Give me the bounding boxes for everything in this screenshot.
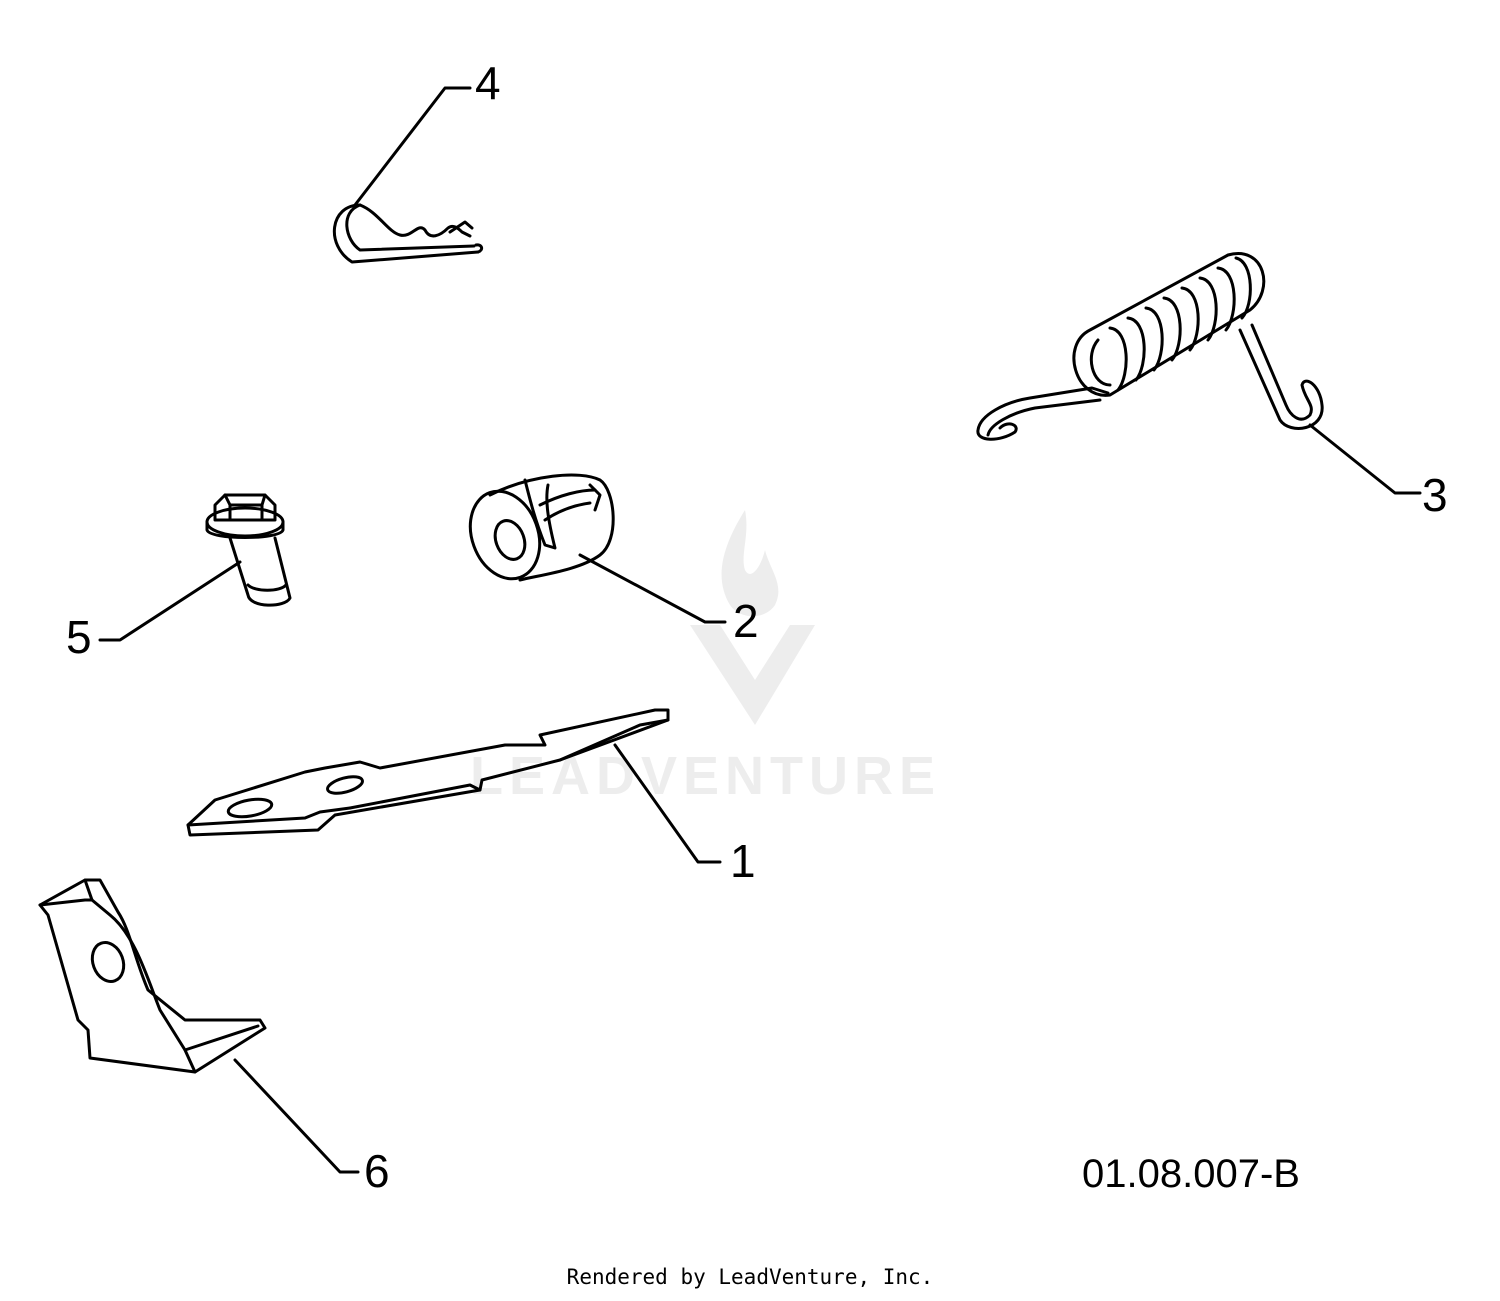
angle-bracket <box>38 878 267 1074</box>
leader-line-6 <box>233 1058 360 1174</box>
extension-spring <box>976 252 1324 441</box>
footer-credit: Rendered by LeadVenture, Inc. <box>566 1265 934 1289</box>
watermark-text: LEADVENTURE <box>470 746 942 806</box>
leader-line-1 <box>613 743 722 864</box>
callout-3[interactable]: 3 <box>1422 469 1448 521</box>
watermark-logo-icon <box>690 510 815 725</box>
lever-plate <box>186 708 670 837</box>
leader-line-2 <box>578 553 727 624</box>
hairpin-clip <box>332 203 484 264</box>
leader-line-4 <box>353 86 472 207</box>
callout-4[interactable]: 4 <box>475 57 501 109</box>
roller-bushing <box>468 473 615 582</box>
callout-1[interactable]: 1 <box>730 835 756 887</box>
leader-line-3 <box>1308 423 1422 495</box>
callout-5[interactable]: 5 <box>66 611 92 663</box>
diagram-code: 01.08.007-B <box>1082 1152 1300 1196</box>
flange-bolt <box>205 493 292 607</box>
callout-2[interactable]: 2 <box>733 595 759 647</box>
leader-line-5 <box>98 560 242 642</box>
callout-6[interactable]: 6 <box>364 1145 390 1197</box>
